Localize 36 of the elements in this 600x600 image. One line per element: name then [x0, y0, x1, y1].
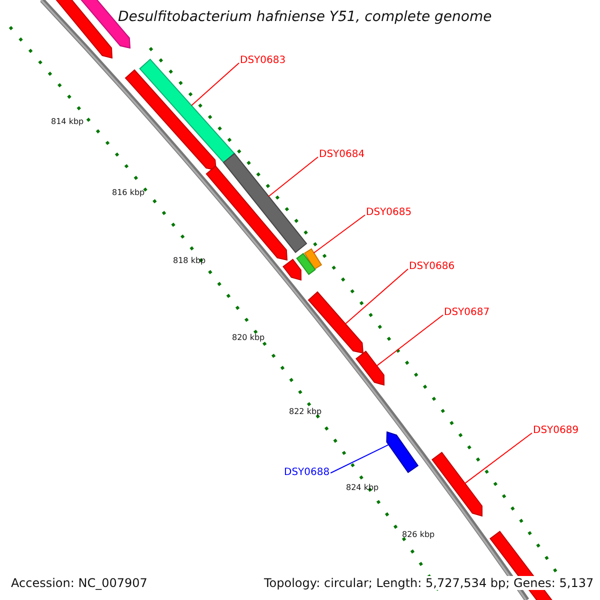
- tick-label: 822 kbp: [289, 408, 322, 416]
- gene-feature: [124, 69, 217, 171]
- gene-label: DSY0686: [409, 262, 455, 272]
- tick-label: 826 kbp: [402, 531, 435, 539]
- leader-line: [376, 314, 444, 366]
- footer-text: Topology: circular; Length: 5,727,534 bp; Genes: 5,137: [262, 576, 596, 590]
- tick-label: 820 kbp: [232, 334, 265, 342]
- leader-line: [330, 444, 390, 474]
- gene-feature: [386, 431, 419, 474]
- tick-label: 818 kbp: [173, 257, 206, 265]
- title: Desulfitobacterium hafniense Y51, complete genome: [118, 10, 492, 24]
- gene-label: DSY0684: [319, 150, 365, 160]
- tick-label: 816 kbp: [112, 189, 145, 197]
- gene-feature: [282, 258, 302, 281]
- gene-feature: [54, 0, 113, 59]
- gene-feature: [308, 291, 364, 354]
- gene-label: DSY0689: [533, 426, 579, 436]
- gene-label: DSY0683: [240, 56, 286, 66]
- gene-feature: [356, 350, 384, 386]
- gene-feature: [222, 152, 308, 254]
- leader-line: [464, 432, 532, 484]
- gene-label: DSY0688: [284, 468, 330, 478]
- footer-text: Accession: NC_007907: [9, 576, 150, 590]
- tick-label: 824 kbp: [346, 484, 379, 492]
- gene-feature: [432, 452, 482, 517]
- gene-feature: [304, 248, 322, 270]
- leader-line: [313, 214, 366, 254]
- leader-line: [344, 268, 408, 324]
- tick-label: 814 kbp: [51, 118, 84, 126]
- gene-feature: [206, 165, 288, 261]
- gene-label: DSY0687: [444, 308, 490, 318]
- gene-feature: [139, 58, 235, 164]
- leader-line: [268, 156, 318, 197]
- gene-label: DSY0685: [366, 208, 412, 218]
- leader-line: [191, 62, 240, 106]
- gene-feature: [296, 252, 316, 276]
